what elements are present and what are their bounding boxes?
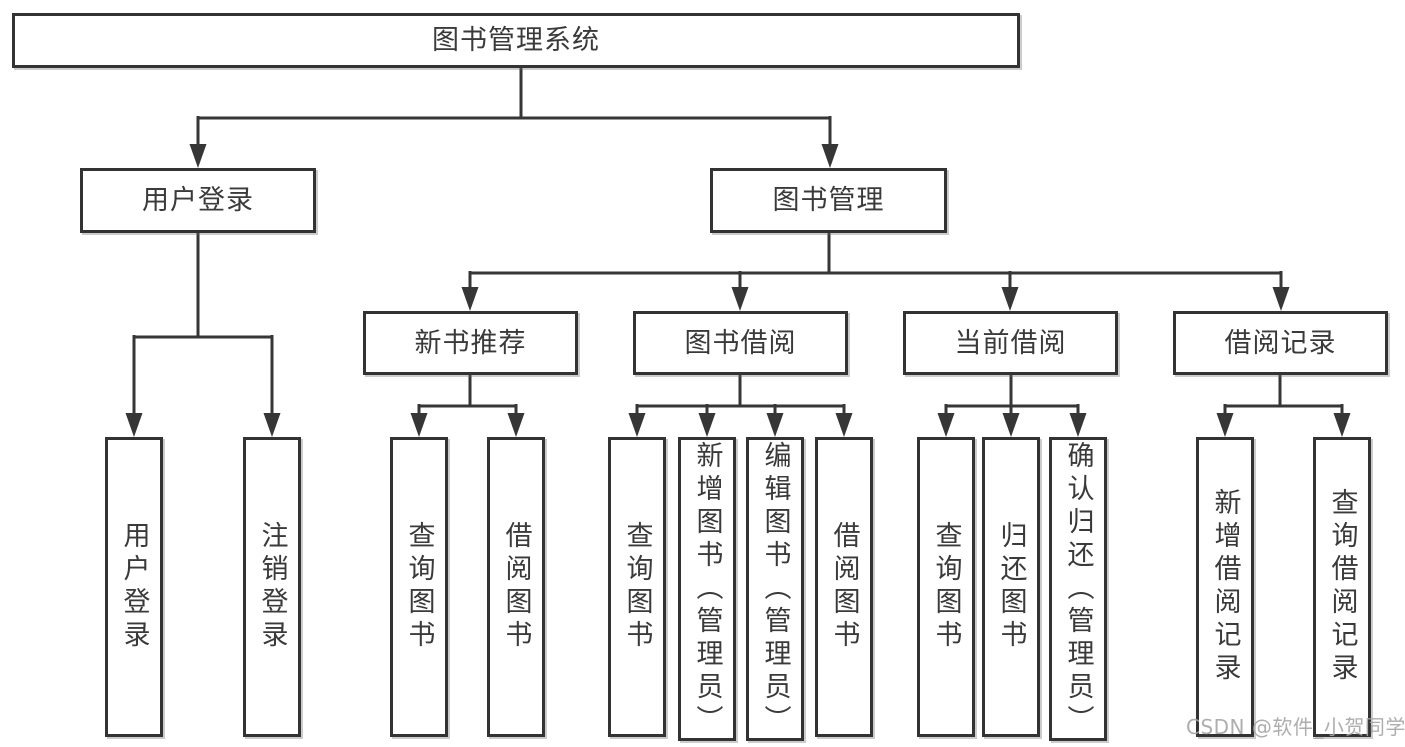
node-label: 编辑图书（管理员） bbox=[759, 440, 791, 738]
connector-newbookrec-to-leaves bbox=[417, 375, 518, 416]
node-current-borrowing: 当前借阅 bbox=[903, 311, 1118, 375]
node-library-system: 图书管理系统 bbox=[12, 13, 1020, 68]
node-label: 查询借阅记录 bbox=[1326, 488, 1358, 686]
leaf-user-login: 用户登录 bbox=[105, 437, 163, 737]
node-label: 新书推荐 bbox=[414, 327, 527, 359]
arrow-down-icon bbox=[821, 144, 839, 168]
leaf-return-books: 归还图书 bbox=[982, 437, 1040, 737]
node-label: 当前借阅 bbox=[954, 327, 1067, 359]
leaf-query-books-borrow: 查询图书 bbox=[608, 437, 666, 737]
node-label: 查询图书 bbox=[930, 521, 962, 653]
node-label: 新增图书（管理员） bbox=[691, 440, 723, 738]
arrow-down-icon bbox=[628, 413, 646, 437]
arrow-down-icon bbox=[766, 413, 784, 437]
node-book-borrowing: 图书借阅 bbox=[633, 311, 848, 375]
leaf-borrow-books: 借阅图书 bbox=[815, 437, 873, 737]
node-label: 用户登录 bbox=[118, 521, 150, 653]
arrow-down-icon bbox=[1333, 413, 1351, 437]
arrow-down-icon bbox=[1002, 413, 1020, 437]
connector-bookmgmt-to-level2 bbox=[468, 233, 1283, 290]
node-label: 图书管理 bbox=[772, 185, 885, 216]
arrow-down-icon bbox=[461, 287, 479, 311]
leaf-query-borrow-record: 查询借阅记录 bbox=[1313, 437, 1371, 737]
leaf-edit-books-admin: 编辑图书（管理员） bbox=[746, 437, 804, 741]
connector-bookborrow-to-leaves bbox=[635, 375, 846, 416]
node-user-login: 用户登录 bbox=[80, 168, 316, 233]
leaf-add-borrow-record: 新增借阅记录 bbox=[1196, 437, 1254, 737]
arrow-down-icon bbox=[507, 413, 525, 437]
leaf-query-books-current: 查询图书 bbox=[917, 437, 975, 737]
node-label: 查询图书 bbox=[621, 521, 653, 653]
arrow-down-icon bbox=[937, 413, 955, 437]
connector-root-to-level1 bbox=[196, 66, 832, 146]
arrow-down-icon bbox=[698, 413, 716, 437]
node-borrowing-records: 借阅记录 bbox=[1173, 311, 1388, 375]
arrow-down-icon bbox=[410, 413, 428, 437]
node-label: 查询图书 bbox=[403, 521, 435, 653]
connector-currentborrow-to-leaves bbox=[944, 375, 1080, 416]
node-label: 归还图书 bbox=[995, 521, 1027, 653]
node-label: 图书借阅 bbox=[684, 327, 797, 359]
node-label: 借阅图书 bbox=[828, 521, 860, 653]
node-label: 用户登录 bbox=[142, 185, 254, 216]
leaf-query-books-recommend: 查询图书 bbox=[390, 437, 448, 737]
arrow-down-icon bbox=[835, 413, 853, 437]
arrow-down-icon bbox=[263, 413, 281, 437]
leaf-borrow-books-recommend: 借阅图书 bbox=[487, 437, 545, 737]
node-label: 借阅图书 bbox=[500, 521, 532, 653]
arrow-down-icon bbox=[731, 287, 749, 311]
csdn-watermark: CSDN @软件_小贺同学 bbox=[1186, 715, 1405, 739]
arrow-down-icon bbox=[1069, 413, 1087, 437]
arrow-down-icon bbox=[125, 413, 143, 437]
node-label: 图书管理系统 bbox=[432, 25, 600, 56]
node-label: 注销登录 bbox=[256, 521, 288, 653]
arrow-down-icon bbox=[1001, 287, 1019, 311]
arrow-down-icon bbox=[189, 144, 207, 168]
node-label: 确认归还（管理员） bbox=[1062, 440, 1094, 738]
leaf-confirm-return-admin: 确认归还（管理员） bbox=[1049, 437, 1107, 741]
leaf-logout-login: 注销登录 bbox=[243, 437, 301, 737]
connector-userlogin-to-leaves bbox=[132, 233, 274, 416]
leaf-add-books-admin: 新增图书（管理员） bbox=[678, 437, 736, 741]
connector-records-to-leaves bbox=[1223, 375, 1344, 416]
node-new-book-recommendation: 新书推荐 bbox=[363, 311, 578, 375]
node-book-management: 图书管理 bbox=[710, 168, 947, 233]
node-label: 借阅记录 bbox=[1224, 327, 1337, 359]
arrow-down-icon bbox=[1216, 413, 1234, 437]
arrow-down-icon bbox=[1272, 287, 1290, 311]
node-label: 新增借阅记录 bbox=[1209, 488, 1241, 686]
arrowheads bbox=[125, 144, 1351, 437]
